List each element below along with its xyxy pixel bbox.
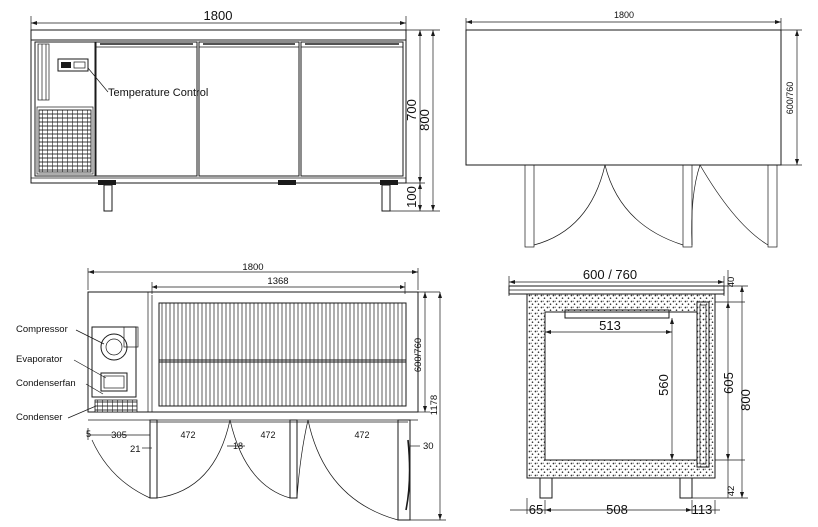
temperature-controller: [57, 58, 89, 72]
leg-right: [381, 184, 391, 212]
front-leg-100: 100: [404, 186, 419, 208]
side-width-label: 1800: [614, 10, 634, 20]
dim-472-a: 472: [180, 430, 195, 440]
dim-560: 560: [656, 374, 671, 396]
section-depth-label: 600 / 760: [583, 267, 637, 282]
dim-508: 508: [606, 502, 628, 517]
door-1: [95, 41, 198, 177]
front-height-800: 800: [417, 109, 432, 131]
section-view: 600 / 760 513 560: [508, 267, 753, 517]
cabinet-body: [30, 39, 407, 184]
dim-800: 800: [738, 389, 753, 411]
top-outline: [465, 29, 782, 166]
compressor-label: Compressor: [16, 324, 68, 335]
temperature-control-label: Temperature Control: [108, 87, 208, 99]
front-width-label: 1800: [204, 8, 233, 23]
plan-inner-width-label: 1368: [267, 276, 288, 287]
dim-113: 113: [692, 502, 713, 517]
side-depth-label: 600/760: [785, 82, 795, 115]
door-3: [300, 41, 404, 177]
front-height-700: 700: [404, 99, 419, 121]
dim-40: 40: [726, 277, 737, 288]
machine-panel: [34, 41, 96, 177]
dim-472-c: 472: [354, 430, 369, 440]
dim-513: 513: [599, 318, 621, 333]
dim-21: 21: [130, 444, 141, 455]
evaporator-label: Evaporator: [16, 354, 62, 365]
condenser: [94, 399, 138, 413]
dim-305: 305: [111, 430, 127, 441]
front-grille: [38, 109, 92, 173]
leg-left: [103, 184, 113, 212]
door-2: [198, 41, 300, 177]
plan-total-depth-label: 1178: [429, 395, 440, 415]
vent-slots: [37, 43, 50, 101]
front-width-dimension: 1800: [30, 8, 407, 30]
plan-depth-label: 600/760: [413, 338, 424, 372]
front-view: 1800 Temperature Control: [30, 8, 440, 212]
condenser-label: Condenser: [16, 412, 62, 423]
plan-view: 1800 1368 Compressor Evaporator Condense…: [16, 262, 446, 521]
shelf-grid: [158, 302, 407, 407]
machine-compartment: [91, 326, 137, 398]
condenserfan-label: Condenserfan: [16, 378, 76, 389]
dim-42: 42: [726, 486, 737, 497]
dim-65: 65: [529, 502, 543, 517]
compressor: [100, 333, 128, 361]
dim-5: 5: [86, 429, 91, 439]
plan-width-label: 1800: [242, 262, 263, 273]
dim-30: 30: [423, 441, 434, 452]
door-swing-view: 1800 600/760: [465, 10, 802, 248]
dim-472-b: 472: [260, 430, 275, 440]
top-rail: [564, 309, 670, 319]
worktop: [30, 29, 407, 41]
insulated-walls: [526, 293, 716, 479]
evaporator-box: [100, 372, 128, 392]
dim-605: 605: [721, 372, 736, 394]
